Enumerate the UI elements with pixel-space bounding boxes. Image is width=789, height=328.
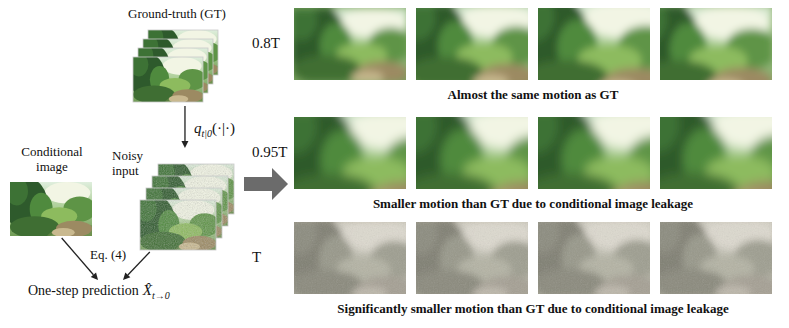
math-symbol: X̂ bbox=[143, 282, 152, 298]
connector-line bbox=[62, 238, 94, 275]
math-subscript: t→0 bbox=[152, 290, 170, 301]
result-row-frames bbox=[273, 97, 789, 214]
arrow-head bbox=[181, 141, 188, 148]
arrow-head bbox=[91, 272, 98, 280]
row-caption: Significantly smaller motion than GT due… bbox=[294, 301, 772, 317]
result-row: T Significantly smaller motion than GT du… bbox=[252, 222, 774, 322]
timestep-label: 0.95T bbox=[252, 143, 292, 161]
connector bbox=[181, 106, 188, 148]
prediction-box: One-step prediction X̂t→0 bbox=[28, 280, 170, 301]
noisy-frame-stack bbox=[135, 159, 237, 252]
math-symbol: q bbox=[194, 120, 202, 136]
connector bbox=[123, 252, 150, 280]
prediction-label: One-step prediction bbox=[28, 283, 139, 298]
connector-line bbox=[128, 252, 150, 275]
stack-heading: Ground-truth (GT) bbox=[120, 6, 234, 22]
row-caption: Almost the same motion as GT bbox=[294, 87, 772, 103]
result-row: 0.95T Smaller motion than GT due to condi… bbox=[252, 117, 774, 217]
conditional-image bbox=[5, 177, 96, 238]
image-heading: Conditional image bbox=[8, 144, 96, 174]
gt-frame-stack bbox=[129, 26, 222, 104]
arrow-head bbox=[123, 273, 130, 280]
math-subscript: t|0 bbox=[202, 128, 213, 139]
conditional-image-box: Conditional image bbox=[8, 144, 96, 238]
gt-stack: Ground-truth (GT) bbox=[120, 6, 234, 106]
flow-arrow bbox=[244, 168, 288, 200]
stack-heading: Noisy input bbox=[112, 148, 154, 178]
result-row: 0.8T Almost the same motion as GT bbox=[252, 8, 774, 108]
noisy-stack: Noisy input bbox=[112, 148, 238, 252]
equation-ref: Eq. (4) bbox=[90, 247, 126, 262]
label-group: Eq. (4) bbox=[90, 245, 126, 264]
timestep-label: 0.8T bbox=[252, 34, 292, 52]
label-group: qt|0(·|·) bbox=[194, 119, 235, 139]
math-argument: (·|·) bbox=[212, 120, 235, 136]
result-row-frames bbox=[285, 0, 779, 98]
connector-line bbox=[184, 106, 185, 141]
result-row-frames bbox=[282, 210, 783, 301]
timestep-label: T bbox=[252, 248, 292, 266]
row-caption: Smaller motion than GT due to conditiona… bbox=[294, 196, 772, 212]
